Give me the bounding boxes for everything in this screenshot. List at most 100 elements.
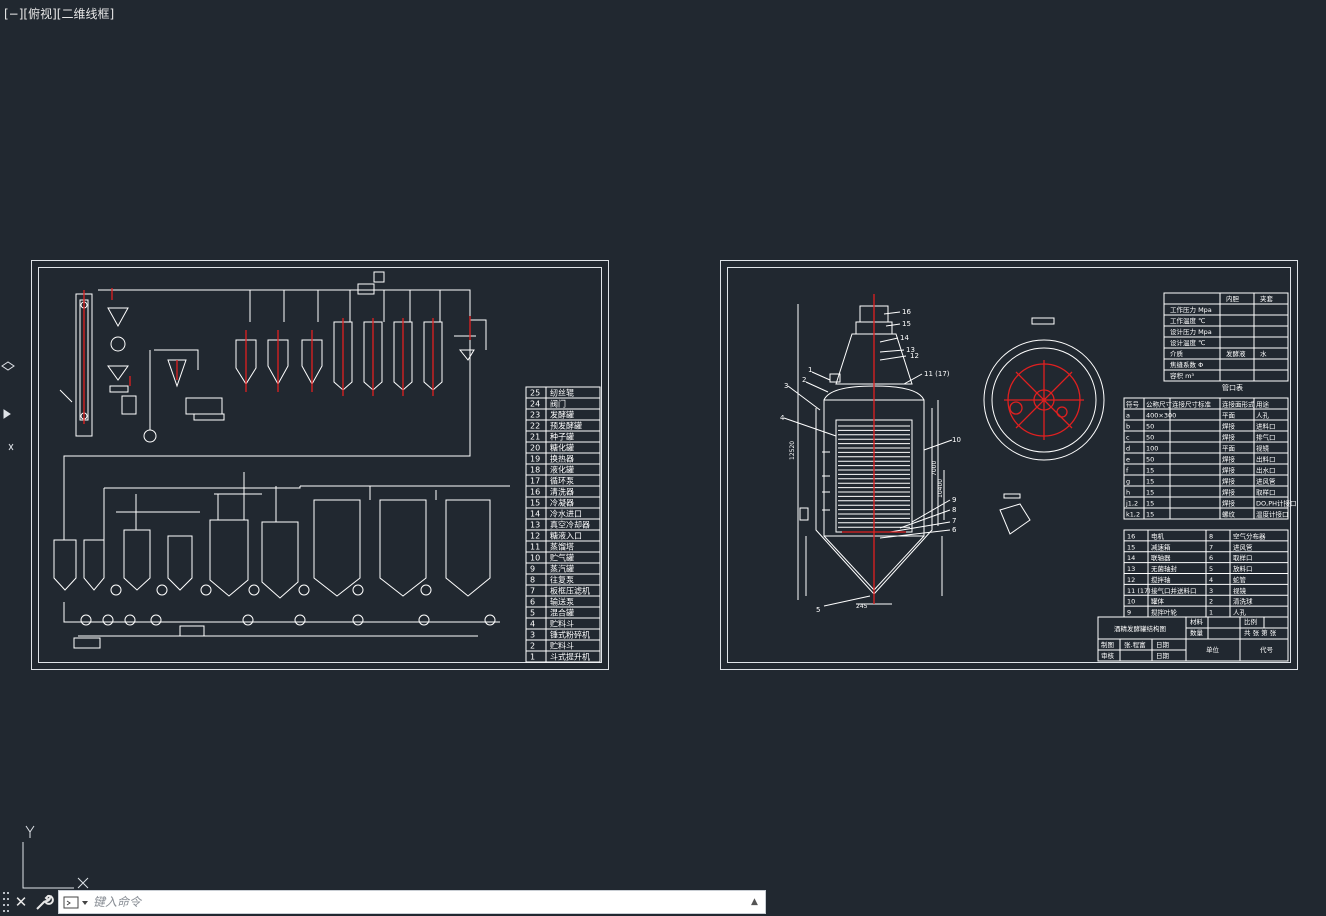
nozzle-table-cell: 连接面形式 (1222, 400, 1255, 409)
nozzle-table-cell: 出料口 (1256, 455, 1276, 464)
parts-list-number: 11 (530, 543, 540, 552)
ucs-icon: Y X (22, 825, 89, 889)
parts-list-name: 发酵罐 (550, 410, 574, 420)
parts-list-number: 20 (530, 444, 540, 453)
parts-list-number: 4 (530, 620, 535, 629)
nozzle-table-cell: 15 (1146, 478, 1154, 486)
title-block-material: 材料 (1190, 617, 1204, 626)
parts-list-number: 14 (530, 510, 540, 519)
parts-list-name: 糖化罐 (550, 443, 574, 453)
parts-list-name: 清洗器 (550, 487, 574, 497)
nozzle-table-cell: DO,PH计接口 (1256, 499, 1297, 508)
title-block-code: 代号 (1260, 645, 1274, 654)
parts-list-name: 预发酵罐 (550, 421, 582, 431)
callout-15: 15 (902, 320, 911, 328)
tech-table-cell: 工作压力 Mpa (1170, 305, 1212, 314)
nozzle-table-cell: 公称尺寸 (1146, 400, 1173, 409)
parts-list-name: 贮气罐 (550, 553, 574, 563)
parts-list-number: 2 (530, 642, 535, 651)
nozzle-table-cell: 温度计接口 (1256, 510, 1289, 519)
tech-table-cell: 介质 (1170, 349, 1184, 358)
parts-list-name: 往复泵 (550, 575, 574, 585)
tech-table-cell: 夹套 (1260, 294, 1274, 303)
command-input[interactable] (93, 893, 733, 911)
callout-16: 16 (902, 308, 911, 316)
parts-list-name: 液化罐 (550, 465, 574, 475)
nozzle-table-cell: g (1126, 478, 1130, 486)
parts-list-name: 斗式提升机 (550, 652, 590, 662)
viewport-label[interactable]: [−][俯视][二维线框] (4, 7, 115, 21)
nozzle-table-cell: 50 (1146, 423, 1154, 431)
parts-list-number: 16 (530, 488, 540, 497)
parts-list-number: 15 (530, 499, 540, 508)
parts-list-number: 3 (530, 631, 535, 640)
close-icon[interactable]: ✕ (14, 893, 28, 911)
parts-list-name: 换热器 (550, 454, 574, 464)
parts-table-cell: 1 (1209, 609, 1213, 617)
right-drawing-sheet[interactable] (720, 260, 1298, 670)
parts-list-number: 9 (530, 565, 535, 574)
title-block-drawn: 制图 (1101, 640, 1114, 649)
title-block-date-2: 日期 (1156, 652, 1170, 660)
parts-table-cell: 电机 (1151, 531, 1165, 540)
nozzle-table-cell: 15 (1146, 511, 1154, 519)
callout-13: 13 (906, 346, 915, 354)
parts-list-name: 种子罐 (550, 432, 574, 442)
parts-list-name: 蒸馏塔 (550, 542, 574, 552)
nozzle-table-cell: 50 (1146, 434, 1154, 442)
grip-handle-icon[interactable] (2, 890, 10, 914)
callout-12: 12 (910, 352, 919, 360)
left-drawing-sheet[interactable] (31, 260, 609, 670)
parts-table-cell: 放料口 (1233, 564, 1253, 573)
callout-11: 11 (17) (924, 370, 950, 378)
nozzle-table-cell: d (1126, 445, 1130, 453)
parts-table-cell: 减速箱 (1151, 542, 1171, 551)
parts-list-number: 13 (530, 521, 540, 530)
callout-10: 10 (952, 436, 961, 444)
nozzle-table-cell: 400×300 (1146, 412, 1176, 420)
parts-table-cell: 10 (1127, 598, 1135, 606)
parts-list-name: 贮料斗 (550, 641, 574, 651)
nozzle-table-cell: 排气口 (1256, 433, 1276, 442)
parts-list-name: 纫丝辊 (550, 388, 574, 398)
parts-list-name: 冷凝器 (550, 498, 574, 508)
title-block-date: 日期 (1156, 641, 1170, 649)
nozzle-table-cell: 焊接 (1222, 433, 1236, 442)
nozzle-table-cell: b (1126, 423, 1130, 431)
nozzle-table-cell: 15 (1146, 500, 1154, 508)
title-block-quantity: 数量 (1190, 628, 1204, 637)
nozzle-table-cell: 平面 (1222, 445, 1236, 453)
parts-table-cell: 无菌轴封 (1151, 564, 1178, 573)
parts-table-cell: 取样口 (1233, 553, 1253, 562)
tech-table-cell: 设计温度 ℃ (1170, 338, 1205, 347)
chevron-up-icon[interactable]: ▲ (751, 897, 758, 907)
parts-table-cell: 5 (1209, 565, 1213, 573)
tech-table-cell: 内胆 (1226, 294, 1240, 303)
command-prompt-icon[interactable] (63, 895, 89, 911)
dim-height-jacket: 10400 (937, 479, 944, 498)
command-input-box[interactable]: ▲ (58, 890, 766, 914)
tech-table-cell: 设计压力 Mpa (1170, 327, 1212, 336)
navigation-tools[interactable] (0, 356, 16, 456)
parts-list-name: 混合罐 (550, 608, 574, 618)
tech-table-cell: 水 (1260, 349, 1267, 358)
command-line-bar[interactable]: ✕ ▲ (0, 888, 770, 916)
wrench-icon[interactable] (34, 892, 54, 912)
title-block-checked: 审核 (1101, 651, 1115, 660)
parts-table-cell: 蛇管 (1233, 575, 1247, 584)
parts-list-number: 12 (530, 532, 540, 541)
parts-table-cell: 接气口并送料口 (1151, 586, 1197, 595)
parts-list-name: 糖液入口 (550, 531, 582, 541)
right-sheet-border (727, 267, 1291, 663)
parts-list-number: 10 (530, 554, 540, 563)
nozzle-table-cell: j1,2 (1125, 500, 1138, 508)
parts-list-number: 25 (530, 389, 540, 398)
nozzle-table-cell: 用途 (1256, 400, 1270, 409)
parts-table-cell: 清洗球 (1233, 597, 1253, 606)
nozzle-table-cell: 符号 (1126, 400, 1140, 409)
parts-list-name: 蒸汽罐 (550, 564, 574, 574)
parts-table-cell: 16 (1127, 532, 1135, 540)
nozzle-table-cell: 连接尺寸标准 (1172, 400, 1212, 409)
callout-4: 4 (780, 414, 785, 422)
